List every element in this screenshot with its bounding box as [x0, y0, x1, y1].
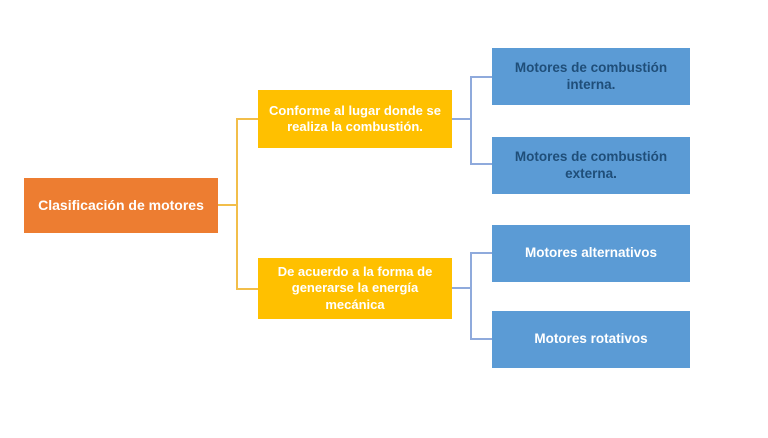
leaf-node-label: Motores alternativos — [524, 245, 658, 261]
connector-branch2-to-leaf3 — [470, 252, 492, 254]
root-node-clasificacion-de-motores: Clasificación de motores — [24, 178, 218, 233]
connector-branch1-to-leaf2 — [470, 163, 492, 165]
connector-root-stub — [218, 204, 238, 206]
connector-branch1-stub — [452, 118, 472, 120]
leaf-node-label: Motores rotativos — [534, 331, 648, 347]
connector-branch2-stub — [452, 287, 472, 289]
leaf-node-label: Motores de combustión interna. — [514, 59, 668, 92]
connector-branch2-to-leaf4 — [470, 338, 492, 340]
leaf-node-label: Motores de combustión externa. — [514, 148, 668, 181]
branch-node-forma-energia-mecanica: De acuerdo a la forma de generarse la en… — [258, 258, 452, 319]
leaf-node-motores-alternativos: Motores alternativos — [492, 225, 690, 282]
connector-branch1-trunk — [470, 76, 472, 165]
connector-root-trunk — [236, 118, 238, 290]
leaf-node-combustion-externa: Motores de combustión externa. — [492, 137, 690, 194]
connector-root-to-branch1 — [236, 118, 258, 120]
connector-branch1-to-leaf1 — [470, 76, 492, 78]
branch-node-lugar-combustion: Conforme al lugar donde se realiza la co… — [258, 90, 452, 148]
leaf-node-combustion-interna: Motores de combustión interna. — [492, 48, 690, 105]
connector-branch2-trunk — [470, 252, 472, 340]
leaf-node-motores-rotativos: Motores rotativos — [492, 311, 690, 368]
branch-node-label: De acuerdo a la forma de generarse la en… — [277, 264, 433, 312]
branch-node-label: Conforme al lugar donde se realiza la co… — [269, 102, 441, 134]
root-node-label: Clasificación de motores — [38, 196, 204, 213]
connector-root-to-branch2 — [236, 288, 258, 290]
